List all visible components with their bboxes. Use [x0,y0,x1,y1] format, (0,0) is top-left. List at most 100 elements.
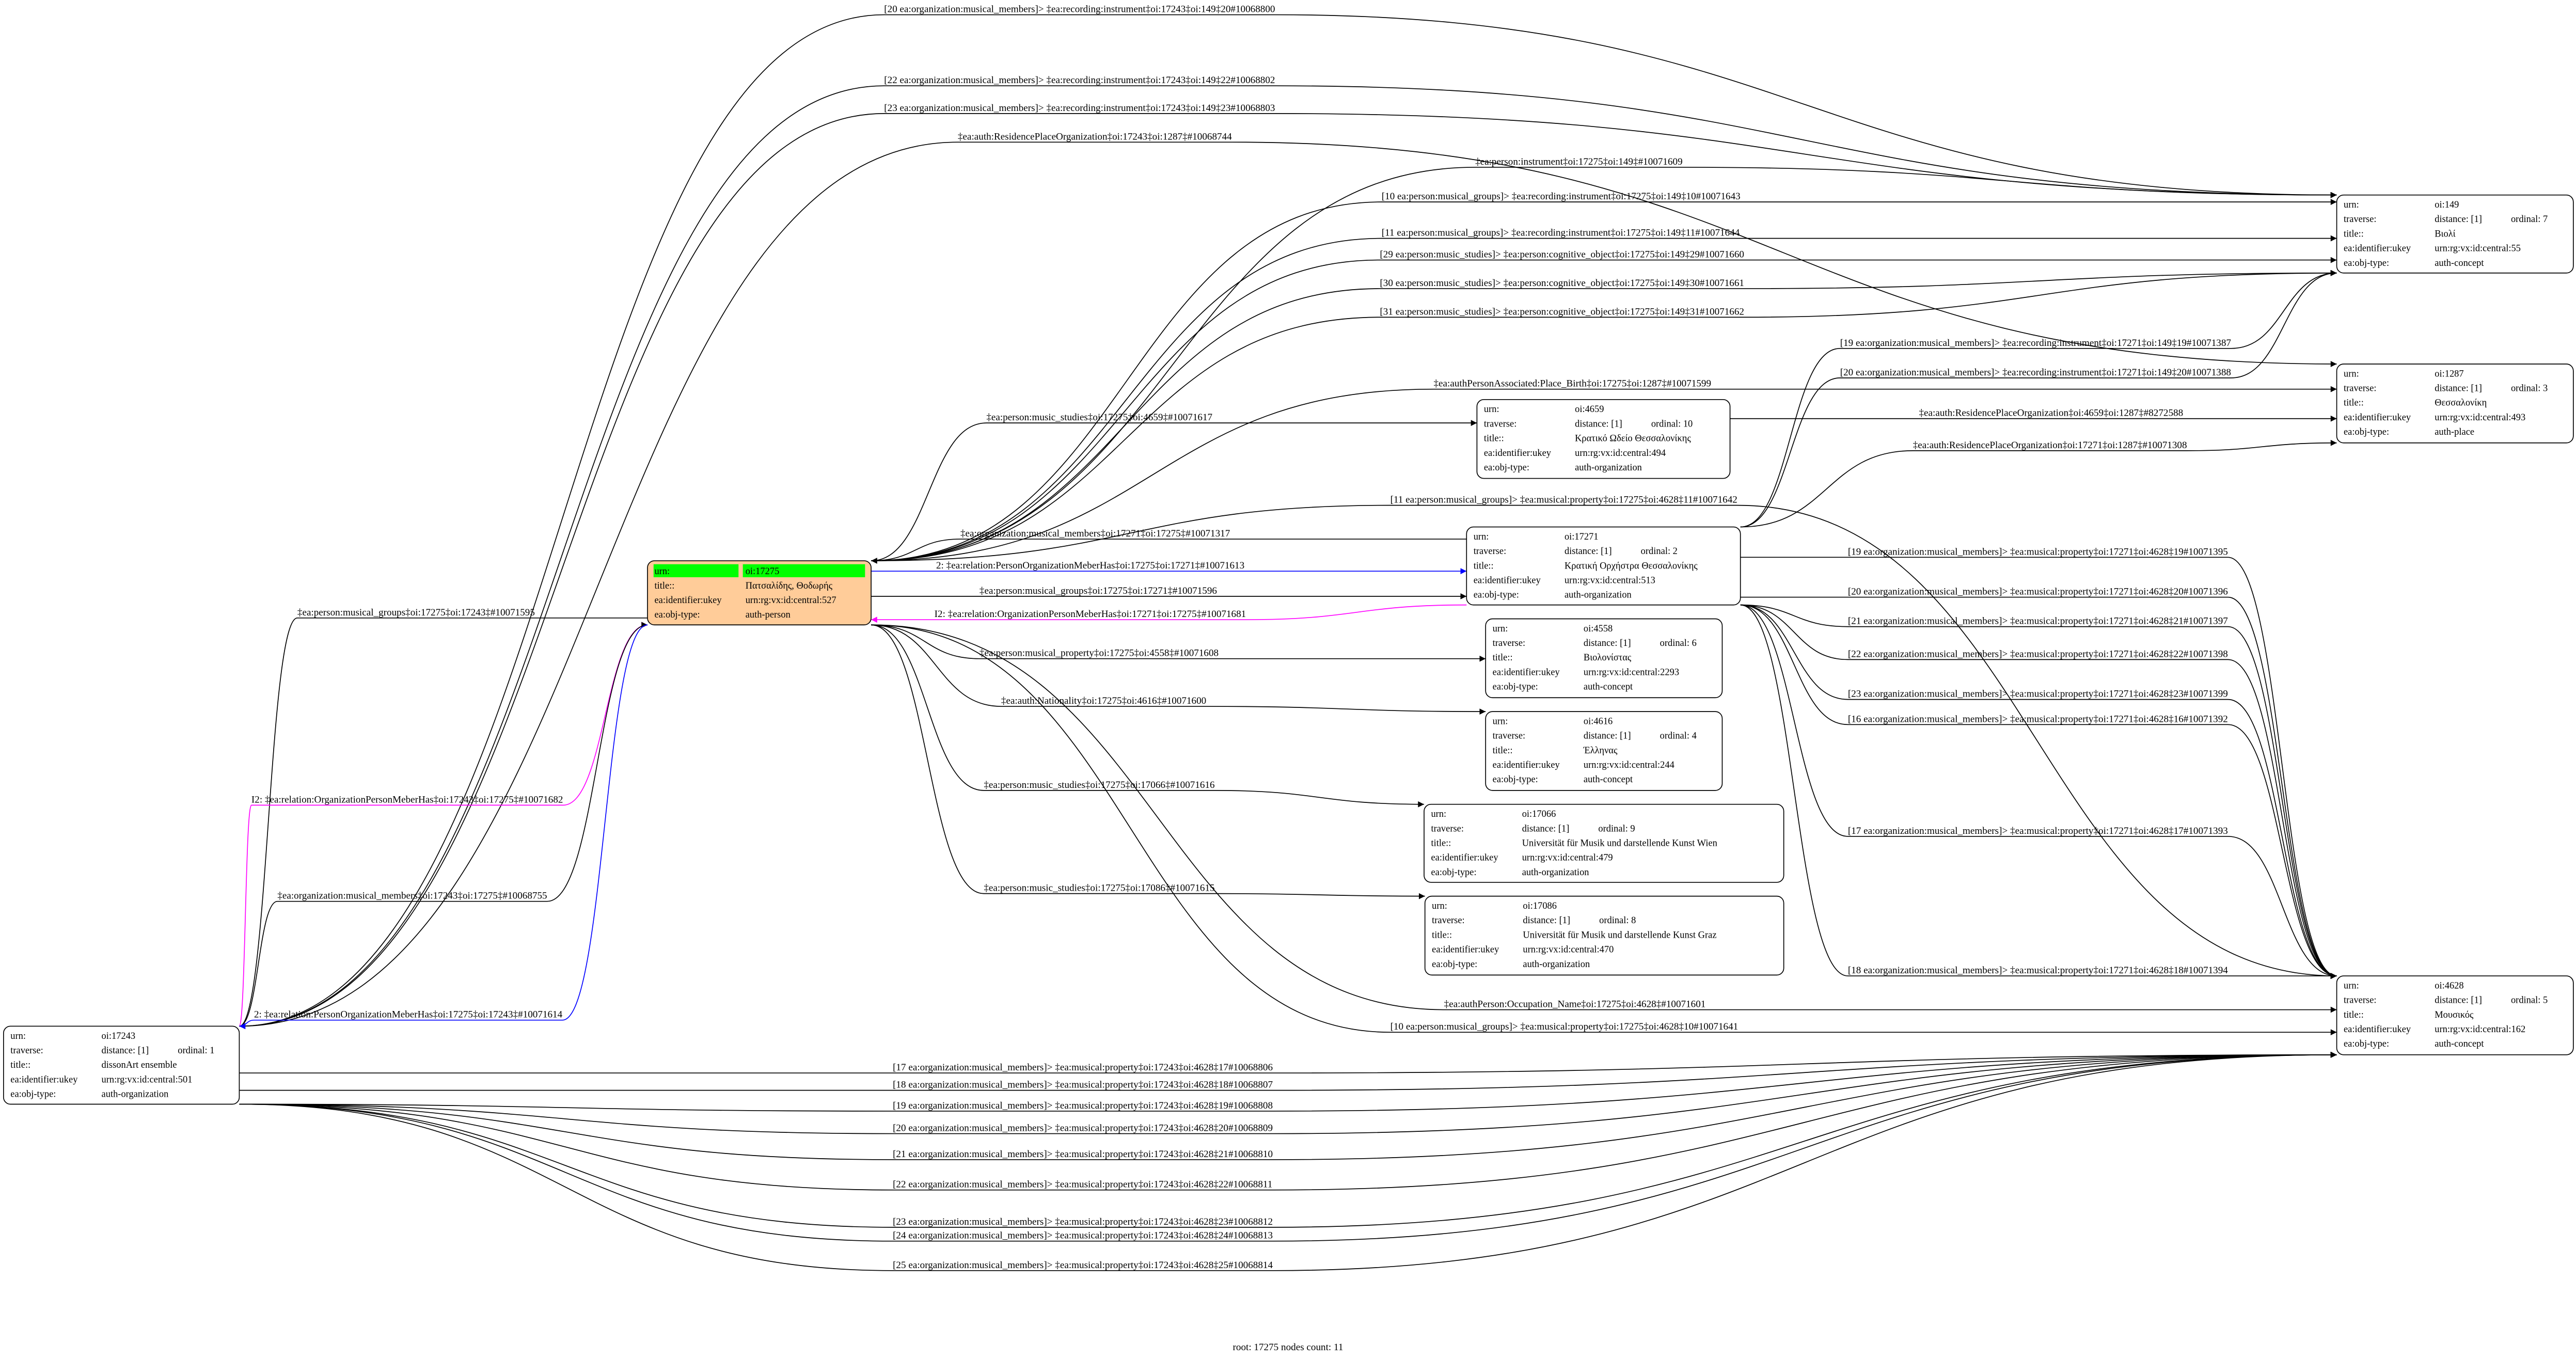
edge-line[interactable] [239,14,2337,1027]
edge-line[interactable] [871,167,2337,561]
edge[interactable]: ‡ea:person:instrument‡oi:17275‡oi:149‡#1… [871,156,2337,561]
edge[interactable]: ‡ea:auth:ResidencePlaceOrganization‡oi:4… [1730,408,2337,422]
edge[interactable]: ‡ea:auth:ResidencePlaceOrganization‡oi:1… [1740,439,2337,528]
edge[interactable]: ‡ea:organization:musical_members‡oi:1727… [871,528,1467,564]
edge-line[interactable] [871,624,1425,808]
edge-line[interactable] [871,624,2337,1036]
edge-line[interactable] [871,504,2337,979]
edge[interactable]: [24 ea:organization:musical_members]> ‡e… [239,1051,2337,1242]
edge-line[interactable] [239,113,2337,1027]
edge-line[interactable] [1740,439,2337,528]
edge-line[interactable] [871,624,1486,662]
edge[interactable]: [31 ea:person:music_studies]> ‡ea:person… [871,270,2337,561]
edge[interactable]: [19 ea:organization:musical_members]> ‡e… [1740,270,2337,528]
edge[interactable]: [22 ea:organization:musical_members]> ‡e… [1740,604,2337,979]
edge-line[interactable] [1740,270,2337,528]
edge[interactable]: [20 ea:organization:musical_members]> ‡e… [239,4,2337,1027]
edge[interactable]: [17 ea:organization:musical_members]> ‡e… [1740,604,2337,979]
edge[interactable]: 2: ‡ea:relation:PersonOrganizationMeberH… [871,560,1467,575]
edge[interactable]: ‡ea:authPerson:Occupation_Name‡oi:17275‡… [871,624,2337,1013]
edge[interactable]: [22 ea:organization:musical_members]> ‡e… [239,1051,2337,1191]
edge-line[interactable] [239,617,648,1030]
edge[interactable]: I2: ‡ea:relation:OrganizationPersonMeber… [871,604,1467,623]
edge-line[interactable] [871,624,2337,1013]
edge[interactable]: [25 ea:organization:musical_members]> ‡e… [239,1051,2337,1271]
edge-line[interactable] [239,1051,2337,1160]
edge-line[interactable] [239,85,2337,1027]
edge-line[interactable] [1740,604,2337,979]
edge-line[interactable] [1740,604,2337,979]
edge-line[interactable] [239,1051,2337,1191]
edge-line[interactable] [871,270,2337,561]
edge[interactable]: [20 ea:organization:musical_members]> ‡e… [239,1051,2337,1134]
edge-line[interactable] [239,141,2337,1027]
edge-line[interactable] [871,235,2337,561]
edge-line[interactable] [871,624,1425,899]
edge-line[interactable] [239,622,648,1027]
edge-line[interactable] [239,1051,2337,1091]
edge-line[interactable] [1740,604,2337,979]
edge[interactable]: [23 ea:organization:musical_members]> ‡e… [239,103,2337,1027]
edge[interactable]: ‡ea:person:music_studies‡oi:17275‡oi:465… [871,412,1477,561]
edge[interactable]: [19 ea:organization:musical_members]> ‡e… [1740,546,2337,979]
edge-line[interactable] [871,604,1467,623]
edge-line[interactable] [1740,270,2337,528]
edge-line[interactable] [239,1051,2337,1073]
edge-line[interactable] [1740,604,2337,979]
edge-line[interactable] [239,1051,2337,1134]
edge-line[interactable] [871,420,1477,561]
edge[interactable]: [20 ea:organization:musical_members]> ‡e… [1740,270,2337,528]
edge[interactable]: [11 ea:person:musical_groups]> ‡ea:music… [871,495,2337,979]
edge[interactable]: [16 ea:organization:musical_members]> ‡e… [1740,604,2337,979]
edge[interactable]: [20 ea:organization:musical_members]> ‡e… [1740,587,2337,979]
edge[interactable]: [21 ea:organization:musical_members]> ‡e… [1740,604,2337,979]
edge-line[interactable] [239,1051,2337,1112]
edge[interactable]: ‡ea:auth:Nationality‡oi:17275‡oi:4616‡#1… [871,624,1486,715]
edge[interactable]: [18 ea:organization:musical_members]> ‡e… [1740,604,2337,979]
edge-line[interactable] [239,1051,2337,1242]
edge[interactable]: ‡ea:person:musical_groups‡oi:17275‡oi:17… [239,607,648,1030]
edge[interactable]: [10 ea:person:musical_groups]> ‡ea:music… [871,624,2337,1036]
edge[interactable]: [17 ea:organization:musical_members]> ‡e… [239,1051,2337,1073]
edge-line[interactable] [1740,604,2337,979]
edge-line[interactable] [1740,557,2337,979]
edge[interactable]: ‡ea:authPersonAssociated:Place_Birth‡oi:… [871,378,2337,561]
edge[interactable]: [19 ea:organization:musical_members]> ‡e… [239,1051,2337,1112]
edge-line[interactable] [1740,604,2337,979]
edge-line[interactable] [871,257,2337,561]
edge[interactable]: ‡ea:person:musical_groups‡oi:17275‡oi:17… [871,586,1467,599]
edge[interactable]: [10 ea:person:musical_groups]> ‡ea:recor… [871,191,2337,561]
edge-line[interactable] [239,1051,2337,1271]
edge[interactable]: ‡ea:person:music_studies‡oi:17275‡oi:170… [871,624,1425,808]
edge-line[interactable] [871,624,1486,715]
edge-line[interactable] [871,199,2337,561]
edge[interactable]: ‡ea:organization:musical_members‡oi:1724… [239,622,648,1027]
edge-line[interactable] [871,270,2337,561]
edge-line[interactable] [871,539,1467,564]
edge[interactable]: [30 ea:person:music_studies]> ‡ea:person… [871,270,2337,561]
edge-line[interactable] [239,1051,2337,1228]
edge[interactable]: [23 ea:organization:musical_members]> ‡e… [239,1051,2337,1228]
edge[interactable]: [29 ea:person:music_studies]> ‡ea:person… [871,249,2337,561]
edge-line[interactable] [871,386,2337,561]
edge[interactable]: [21 ea:organization:musical_members]> ‡e… [239,1051,2337,1160]
edge[interactable]: 2: ‡ea:relation:PersonOrganizationMeberH… [239,624,648,1030]
edge[interactable]: [18 ea:organization:musical_members]> ‡e… [239,1051,2337,1091]
edge[interactable]: ‡ea:person:musical_property‡oi:17275‡oi:… [871,624,1486,662]
edge[interactable]: ‡ea:auth:ResidencePlaceOrganization‡oi:1… [239,131,2337,1027]
edge-line[interactable] [239,624,648,1030]
edge-line[interactable] [1740,596,2337,979]
edge[interactable]: [22 ea:organization:musical_members]> ‡e… [239,75,2337,1027]
edge[interactable]: [23 ea:organization:musical_members]> ‡e… [1740,604,2337,979]
